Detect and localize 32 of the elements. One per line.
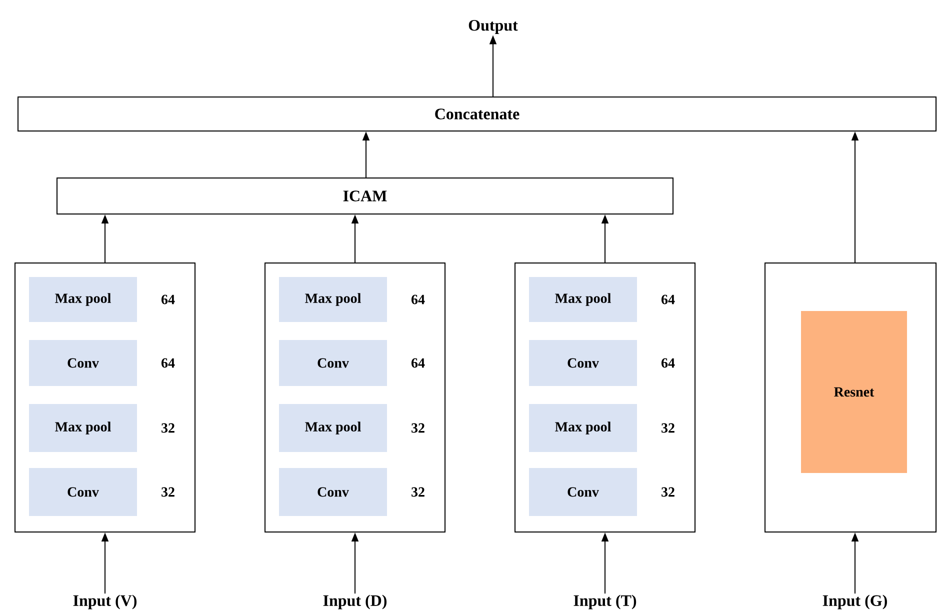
layer-size: 32	[412, 423, 424, 433]
block-box: ICAM	[56, 178, 674, 214]
caption-text: Input (D)	[323, 594, 387, 610]
caption-text: Input (V)	[73, 594, 137, 610]
layer-box: Max pool	[529, 277, 637, 322]
layer-box: Conv	[29, 340, 137, 386]
caption-text: Input (G)	[822, 594, 887, 610]
layer-box: Conv	[529, 340, 637, 386]
layer-size: 32	[412, 487, 424, 497]
layer-box: Conv	[29, 468, 137, 516]
layer-box: Max pool	[529, 404, 637, 452]
layer-box: Conv	[529, 468, 637, 516]
layer-size: 64	[162, 358, 175, 368]
layer-box: Max pool	[279, 277, 387, 322]
layer-size: 64	[412, 294, 425, 304]
layer-box: Max pool	[279, 404, 387, 452]
caption-text: Input (T)	[574, 594, 636, 610]
layer-size: 32	[162, 487, 174, 497]
layer-box: Conv	[279, 340, 387, 386]
caption-text: Output	[468, 20, 518, 34]
layer-size: 32	[662, 423, 674, 433]
layer-size: 64	[662, 358, 675, 368]
layer-size: 64	[162, 294, 175, 304]
layer-box: Conv	[279, 468, 387, 516]
layer-box: Max pool	[29, 404, 137, 452]
backbone-box: Resnet	[801, 311, 907, 473]
block-box: Concatenate	[18, 96, 936, 132]
layer-size: 32	[662, 487, 674, 497]
layer-size: 64	[412, 358, 425, 368]
layer-size: 32	[162, 423, 174, 433]
layer-box: Max pool	[29, 277, 137, 322]
layer-size: 64	[662, 294, 675, 304]
